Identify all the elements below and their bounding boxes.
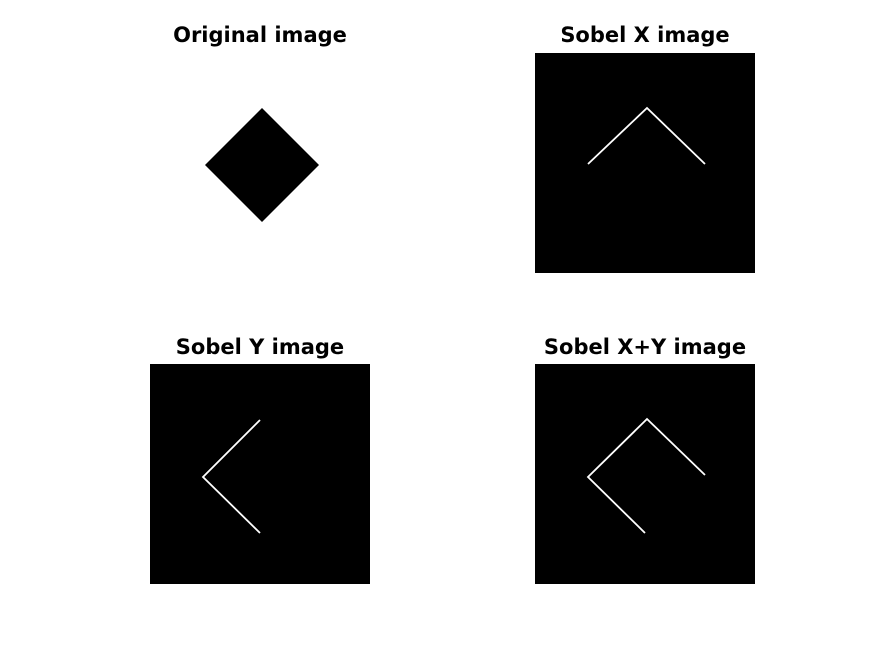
sobel-x-image xyxy=(535,53,755,273)
sobel-xy-image-panel xyxy=(535,364,755,584)
sobel-xy-image xyxy=(535,364,755,584)
sobel-y-background xyxy=(150,364,370,584)
original-image-title: Original image xyxy=(173,23,347,47)
sobel-y-image-panel xyxy=(150,364,370,584)
original-image xyxy=(150,53,370,273)
original-image-panel xyxy=(150,53,370,273)
sobel-xy-background xyxy=(535,364,755,584)
sobel-x-edge xyxy=(587,106,706,165)
sobel-xy-edge xyxy=(586,417,706,534)
sobel-y-edge xyxy=(201,419,261,534)
sobel-xy-image-title: Sobel X+Y image xyxy=(543,335,747,359)
sobel-y-image xyxy=(150,364,370,584)
diamond-shape xyxy=(205,108,319,222)
sobel-x-image-panel xyxy=(535,53,755,273)
sobel-y-image-title: Sobel Y image xyxy=(175,335,345,359)
sobel-x-background xyxy=(535,53,755,273)
sobel-x-image-title: Sobel X image xyxy=(560,23,730,47)
